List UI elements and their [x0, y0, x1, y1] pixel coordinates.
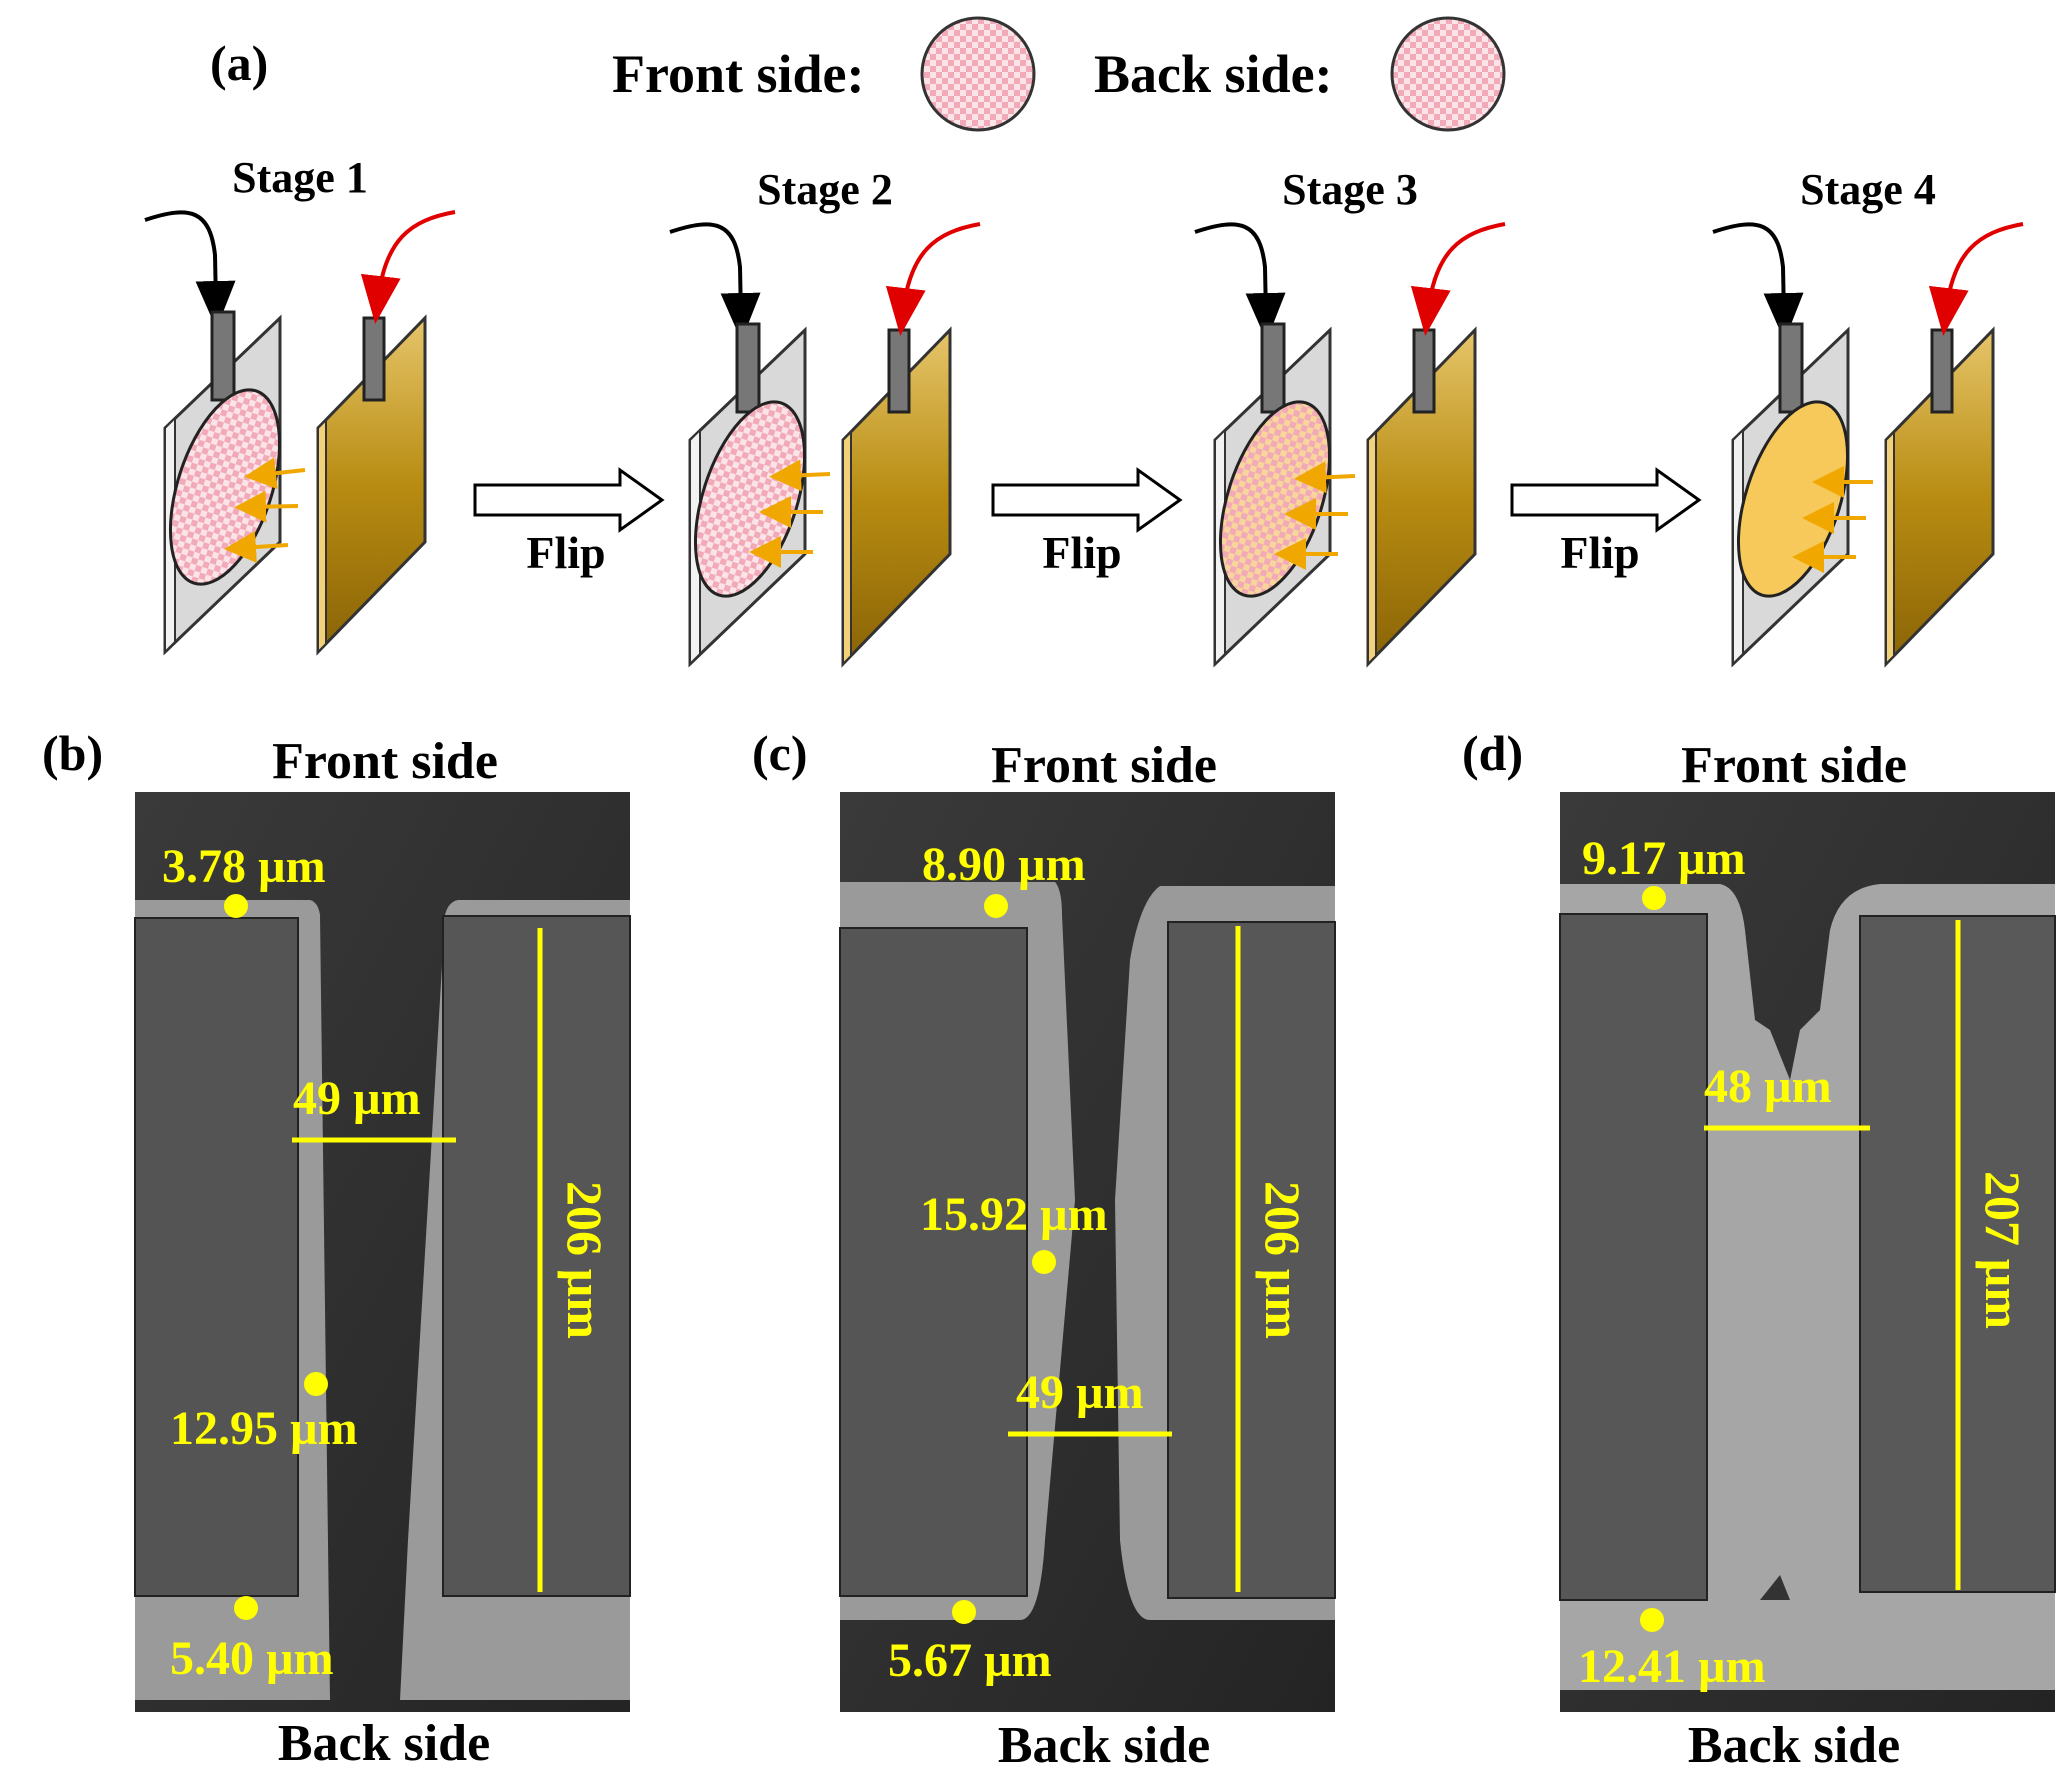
panel-d-label: (d) [1462, 725, 1523, 781]
flip-arrow [473, 467, 665, 533]
panel-b: (b) Front side 3.78 µm 49 µm 12.95 µm 5.… [42, 725, 631, 1772]
measure-point [304, 1372, 328, 1396]
clamp [1260, 322, 1286, 414]
substrate-block [1167, 921, 1336, 1599]
legend-back-swatch [1390, 16, 1506, 132]
substrate-block [1559, 913, 1708, 1601]
stage-4: Stage 4 [1712, 165, 2024, 668]
measure-point [1640, 1608, 1664, 1632]
measure-mid: 12.95 µm [170, 1402, 358, 1455]
outgoing-wire [1712, 222, 1804, 341]
current-arrow [244, 457, 306, 490]
back-side-label: Back side [998, 1717, 1210, 1774]
clamp [210, 310, 236, 402]
clamp [1778, 322, 1804, 414]
incoming-wire [360, 210, 456, 324]
substrate-block [839, 927, 1028, 1597]
current-arrow [224, 531, 289, 563]
substrate-block [134, 917, 299, 1597]
stage-2: Stage 2 [669, 165, 981, 668]
back-side-label: Back side [1688, 1717, 1900, 1774]
measure-top: 8.90 µm [922, 838, 1086, 891]
measure-top: 3.78 µm [162, 840, 326, 893]
front-side-label: Front side [272, 733, 498, 790]
flip-arrow [1510, 467, 1702, 533]
legend-back-label: Back side: [1094, 44, 1333, 104]
clamp [735, 322, 761, 414]
back-side-label: Back side [278, 1715, 490, 1772]
stage-title: Stage 4 [1800, 165, 1936, 214]
flip-label: Flip [1042, 527, 1121, 578]
flip-label: Flip [1560, 527, 1639, 578]
measure-width: 49 µm [1016, 1366, 1144, 1419]
measure-point [952, 1600, 976, 1624]
outgoing-wire [1194, 222, 1286, 341]
flip-label: Flip [526, 527, 605, 578]
stage-title: Stage 2 [757, 165, 893, 214]
stage-1: Stage 1 [144, 153, 456, 656]
clamp [887, 328, 911, 414]
panel-b-label: (b) [42, 725, 103, 781]
current-arrow [234, 490, 299, 523]
stage-3: Stage 3 [1194, 165, 1506, 668]
stage-title: Stage 3 [1282, 165, 1418, 214]
incoming-wire [885, 222, 981, 336]
measure-point [234, 1596, 258, 1620]
panel-c: (c) Front side 8.90 µm 15.92 µm 49 µm 5.… [752, 725, 1336, 1774]
measure-top: 9.17 µm [1582, 832, 1746, 885]
measure-bottom: 5.40 µm [170, 1632, 334, 1685]
current-arrow [769, 459, 831, 492]
measure-height: 206 µm [1255, 1181, 1311, 1339]
measure-point [224, 894, 248, 918]
legend-front-label: Front side: [612, 44, 865, 104]
panel-a-label: (a) [210, 35, 268, 91]
clamp [1930, 328, 1954, 414]
measure-point [984, 894, 1008, 918]
front-side-label: Front side [1681, 737, 1907, 794]
incoming-wire [1410, 222, 1506, 336]
measure-height: 206 µm [557, 1181, 613, 1339]
incoming-wire [1928, 222, 2024, 336]
panel-c-label: (c) [752, 725, 808, 781]
front-side-label: Front side [991, 737, 1217, 794]
current-arrow [1294, 461, 1356, 494]
measure-bottom: 12.41 µm [1578, 1640, 1766, 1693]
substrate-block [442, 915, 631, 1597]
measure-point [1642, 886, 1666, 910]
measure-point [1032, 1250, 1056, 1274]
measure-height: 207 µm [1975, 1171, 2031, 1329]
clamp [1412, 328, 1436, 414]
clamp [362, 316, 386, 402]
measure-width: 48 µm [1704, 1060, 1832, 1113]
measure-mid: 15.92 µm [920, 1188, 1108, 1241]
outgoing-wire [144, 210, 236, 329]
flip-arrow [991, 467, 1183, 533]
measure-width: 49 µm [293, 1072, 421, 1125]
panel-d: (d) Front side 9.17 µm 48 µm 12.41 µm 20… [1462, 725, 2056, 1774]
stage-title: Stage 1 [232, 153, 368, 202]
measure-bottom: 5.67 µm [888, 1634, 1052, 1687]
legend-front-swatch [920, 16, 1036, 132]
outgoing-wire [669, 222, 761, 341]
